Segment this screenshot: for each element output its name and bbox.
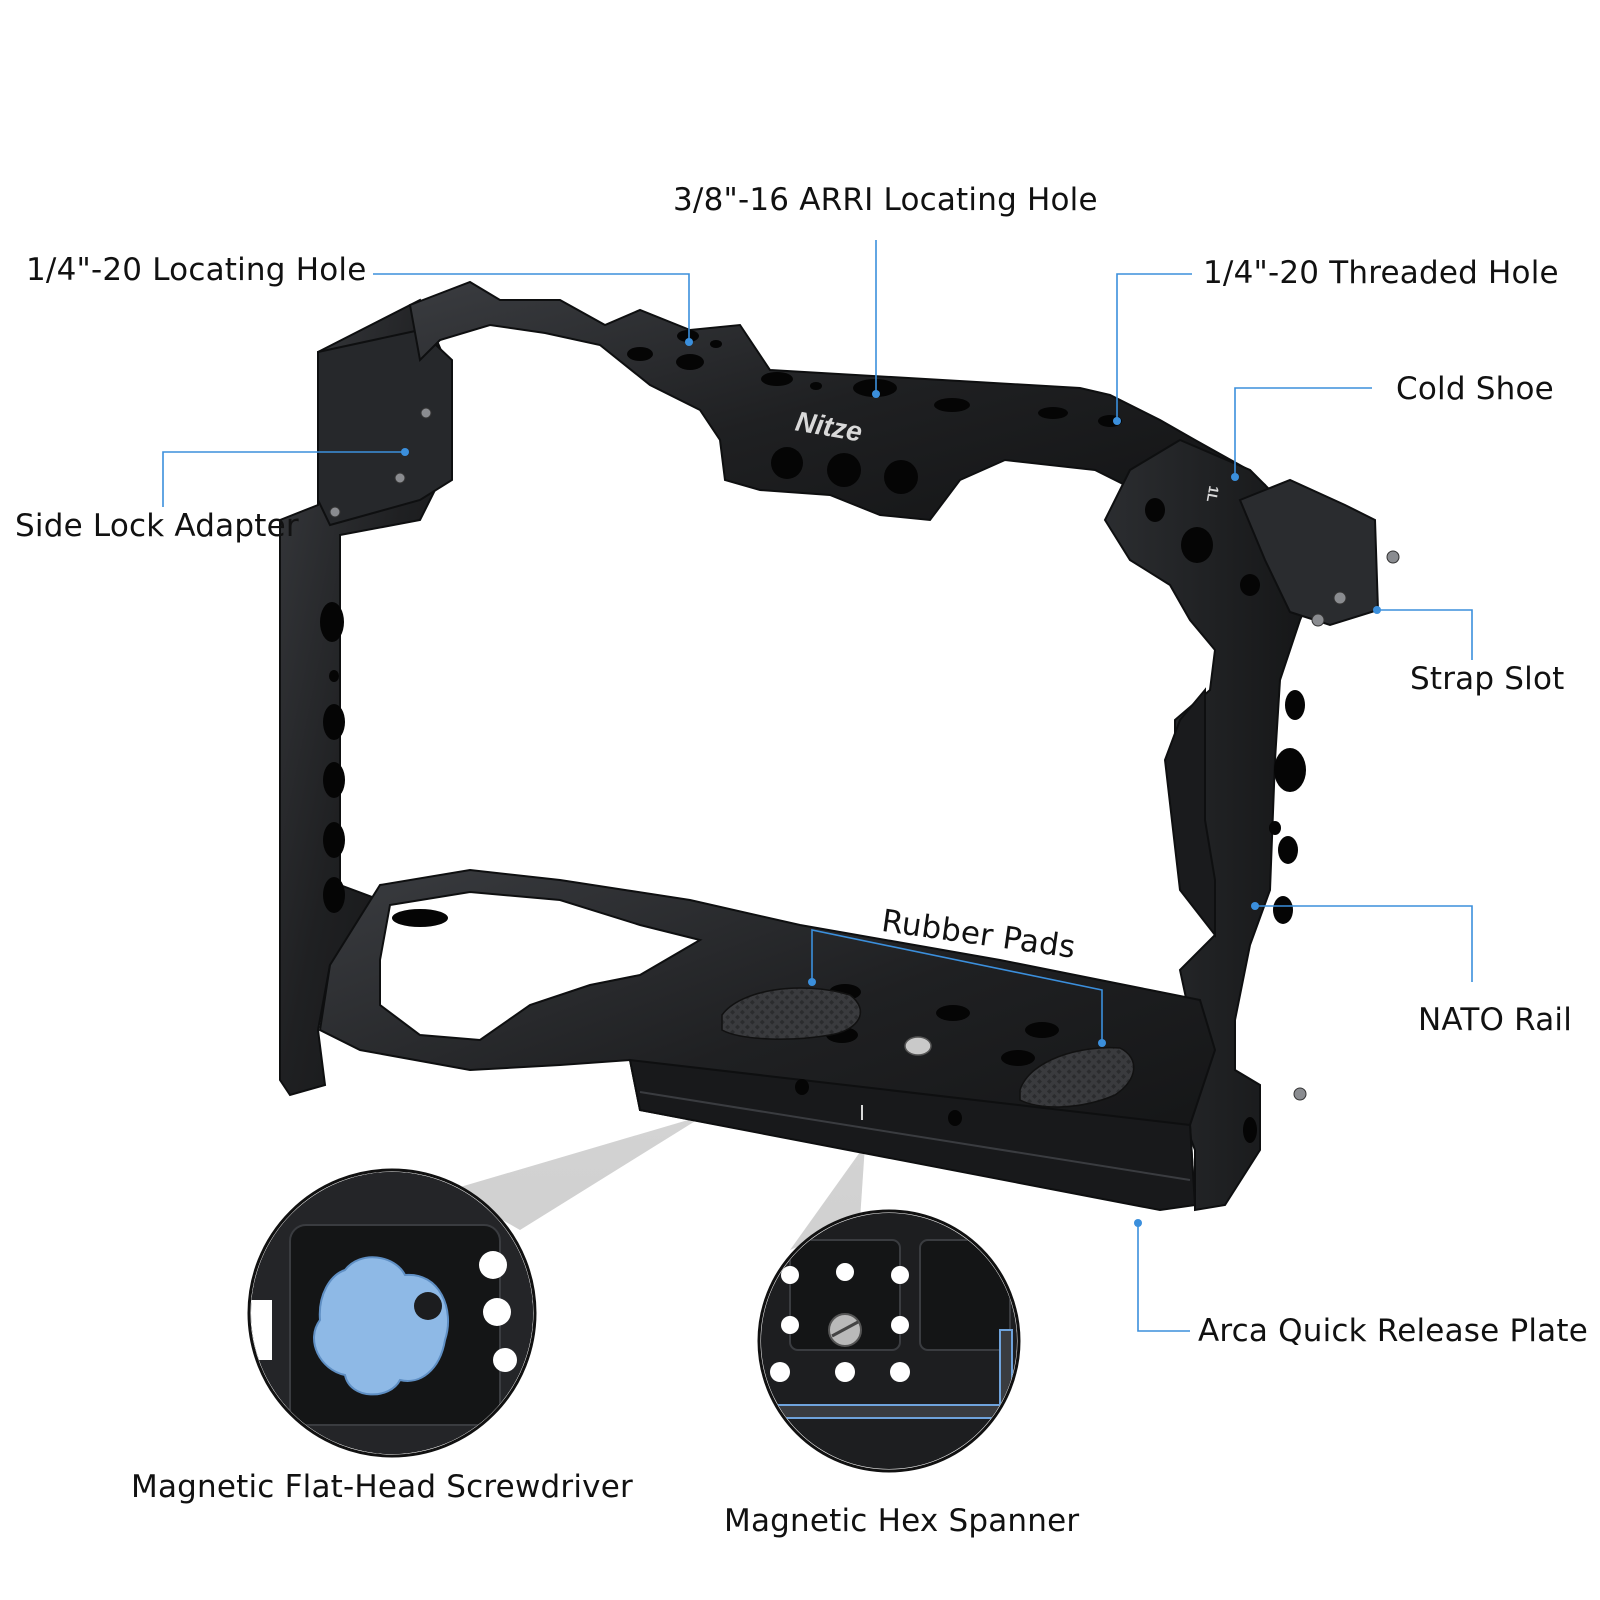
screwdriver-inset [247,1168,537,1458]
rubber-pad-right [1019,1046,1135,1108]
hex-spanner-inset [757,1209,1021,1473]
callout-threaded-hole: 1/4"-20 Threaded Hole [1203,255,1559,291]
callout-strap-slot: Strap Slot [1410,661,1565,697]
callout-locating-hole: 1/4"-20 Locating Hole [26,252,367,288]
plate-screw [904,1036,932,1056]
right-upright [1103,438,1322,1212]
cage-holes [320,330,1306,1143]
bottom-plate-cutout [379,890,703,1042]
leader-lines [162,240,1473,1332]
callout-cold-shoe: Cold Shoe [1396,371,1554,407]
top-plate-mark: 1L [1204,485,1223,504]
callout-arri-hole: 3/8"-16 ARRI Locating Hole [673,182,1098,218]
callout-screwdriver: Magnetic Flat-Head Screwdriver [131,1469,633,1505]
callout-side-lock-adapter: Side Lock Adapter [15,508,299,544]
callout-nato-rail: NATO Rail [1418,1002,1573,1038]
cage-screws [329,407,1400,1101]
zoom-cone-left [450,1115,705,1230]
rubber-pad-left [721,987,862,1040]
right-grip [1163,687,1216,938]
callout-hex-spanner: Magnetic Hex Spanner [724,1503,1080,1539]
callout-arca-plate: Arca Quick Release Plate [1198,1313,1588,1349]
magnetic-screwdriver-icon [313,1256,450,1396]
